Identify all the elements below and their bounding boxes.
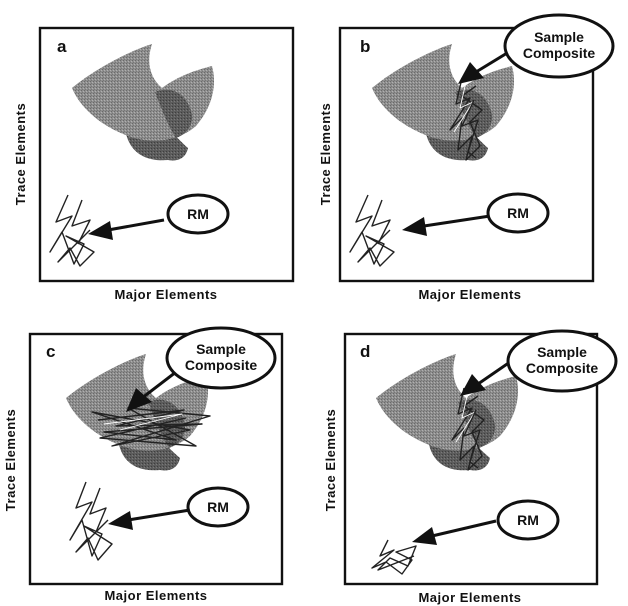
- y-axis-label: Trace Elements: [323, 409, 338, 511]
- x-axis-label: Major Elements: [114, 287, 217, 302]
- rm-label: RM: [187, 206, 209, 222]
- rm-arrow: [108, 510, 190, 530]
- panel-a: a RM Major Elements Trace Elements: [13, 28, 293, 302]
- rm-label: RM: [517, 512, 539, 528]
- y-axis-label: Trace Elements: [13, 103, 28, 205]
- rm-arrow: [402, 216, 490, 236]
- rm-zigzag: [70, 482, 112, 560]
- panel-d: d Sample Composite RM Major Elements Tra…: [323, 331, 616, 605]
- rm-label: RM: [507, 205, 529, 221]
- panel-b: b Sample Composite RM Major Elements: [318, 15, 613, 302]
- panel-letter: c: [46, 342, 55, 361]
- composite-label-line2: Composite: [526, 360, 599, 376]
- y-axis-label: Trace Elements: [3, 409, 18, 511]
- panel-c: c Sample Composite RM Major Elements Tra…: [3, 328, 282, 603]
- composite-label-line1: Sample: [537, 344, 587, 360]
- x-axis-label: Major Elements: [418, 590, 521, 605]
- panel-letter: a: [57, 37, 67, 56]
- rm-zigzag: [50, 195, 94, 266]
- major-field: [72, 44, 214, 161]
- rm-arrow: [412, 521, 496, 545]
- rm-zigzag: [350, 195, 394, 266]
- rm-label: RM: [207, 499, 229, 515]
- x-axis-label: Major Elements: [104, 588, 207, 603]
- panel-letter: b: [360, 37, 370, 56]
- x-axis-label: Major Elements: [418, 287, 521, 302]
- composite-label-line2: Composite: [523, 45, 596, 61]
- rm-arrow: [88, 220, 164, 240]
- rm-zigzag: [372, 540, 416, 574]
- composite-label-line2: Composite: [185, 357, 258, 373]
- composite-label-line1: Sample: [534, 29, 584, 45]
- y-axis-label: Trace Elements: [318, 103, 333, 205]
- composite-label-line1: Sample: [196, 341, 246, 357]
- panel-letter: d: [360, 342, 370, 361]
